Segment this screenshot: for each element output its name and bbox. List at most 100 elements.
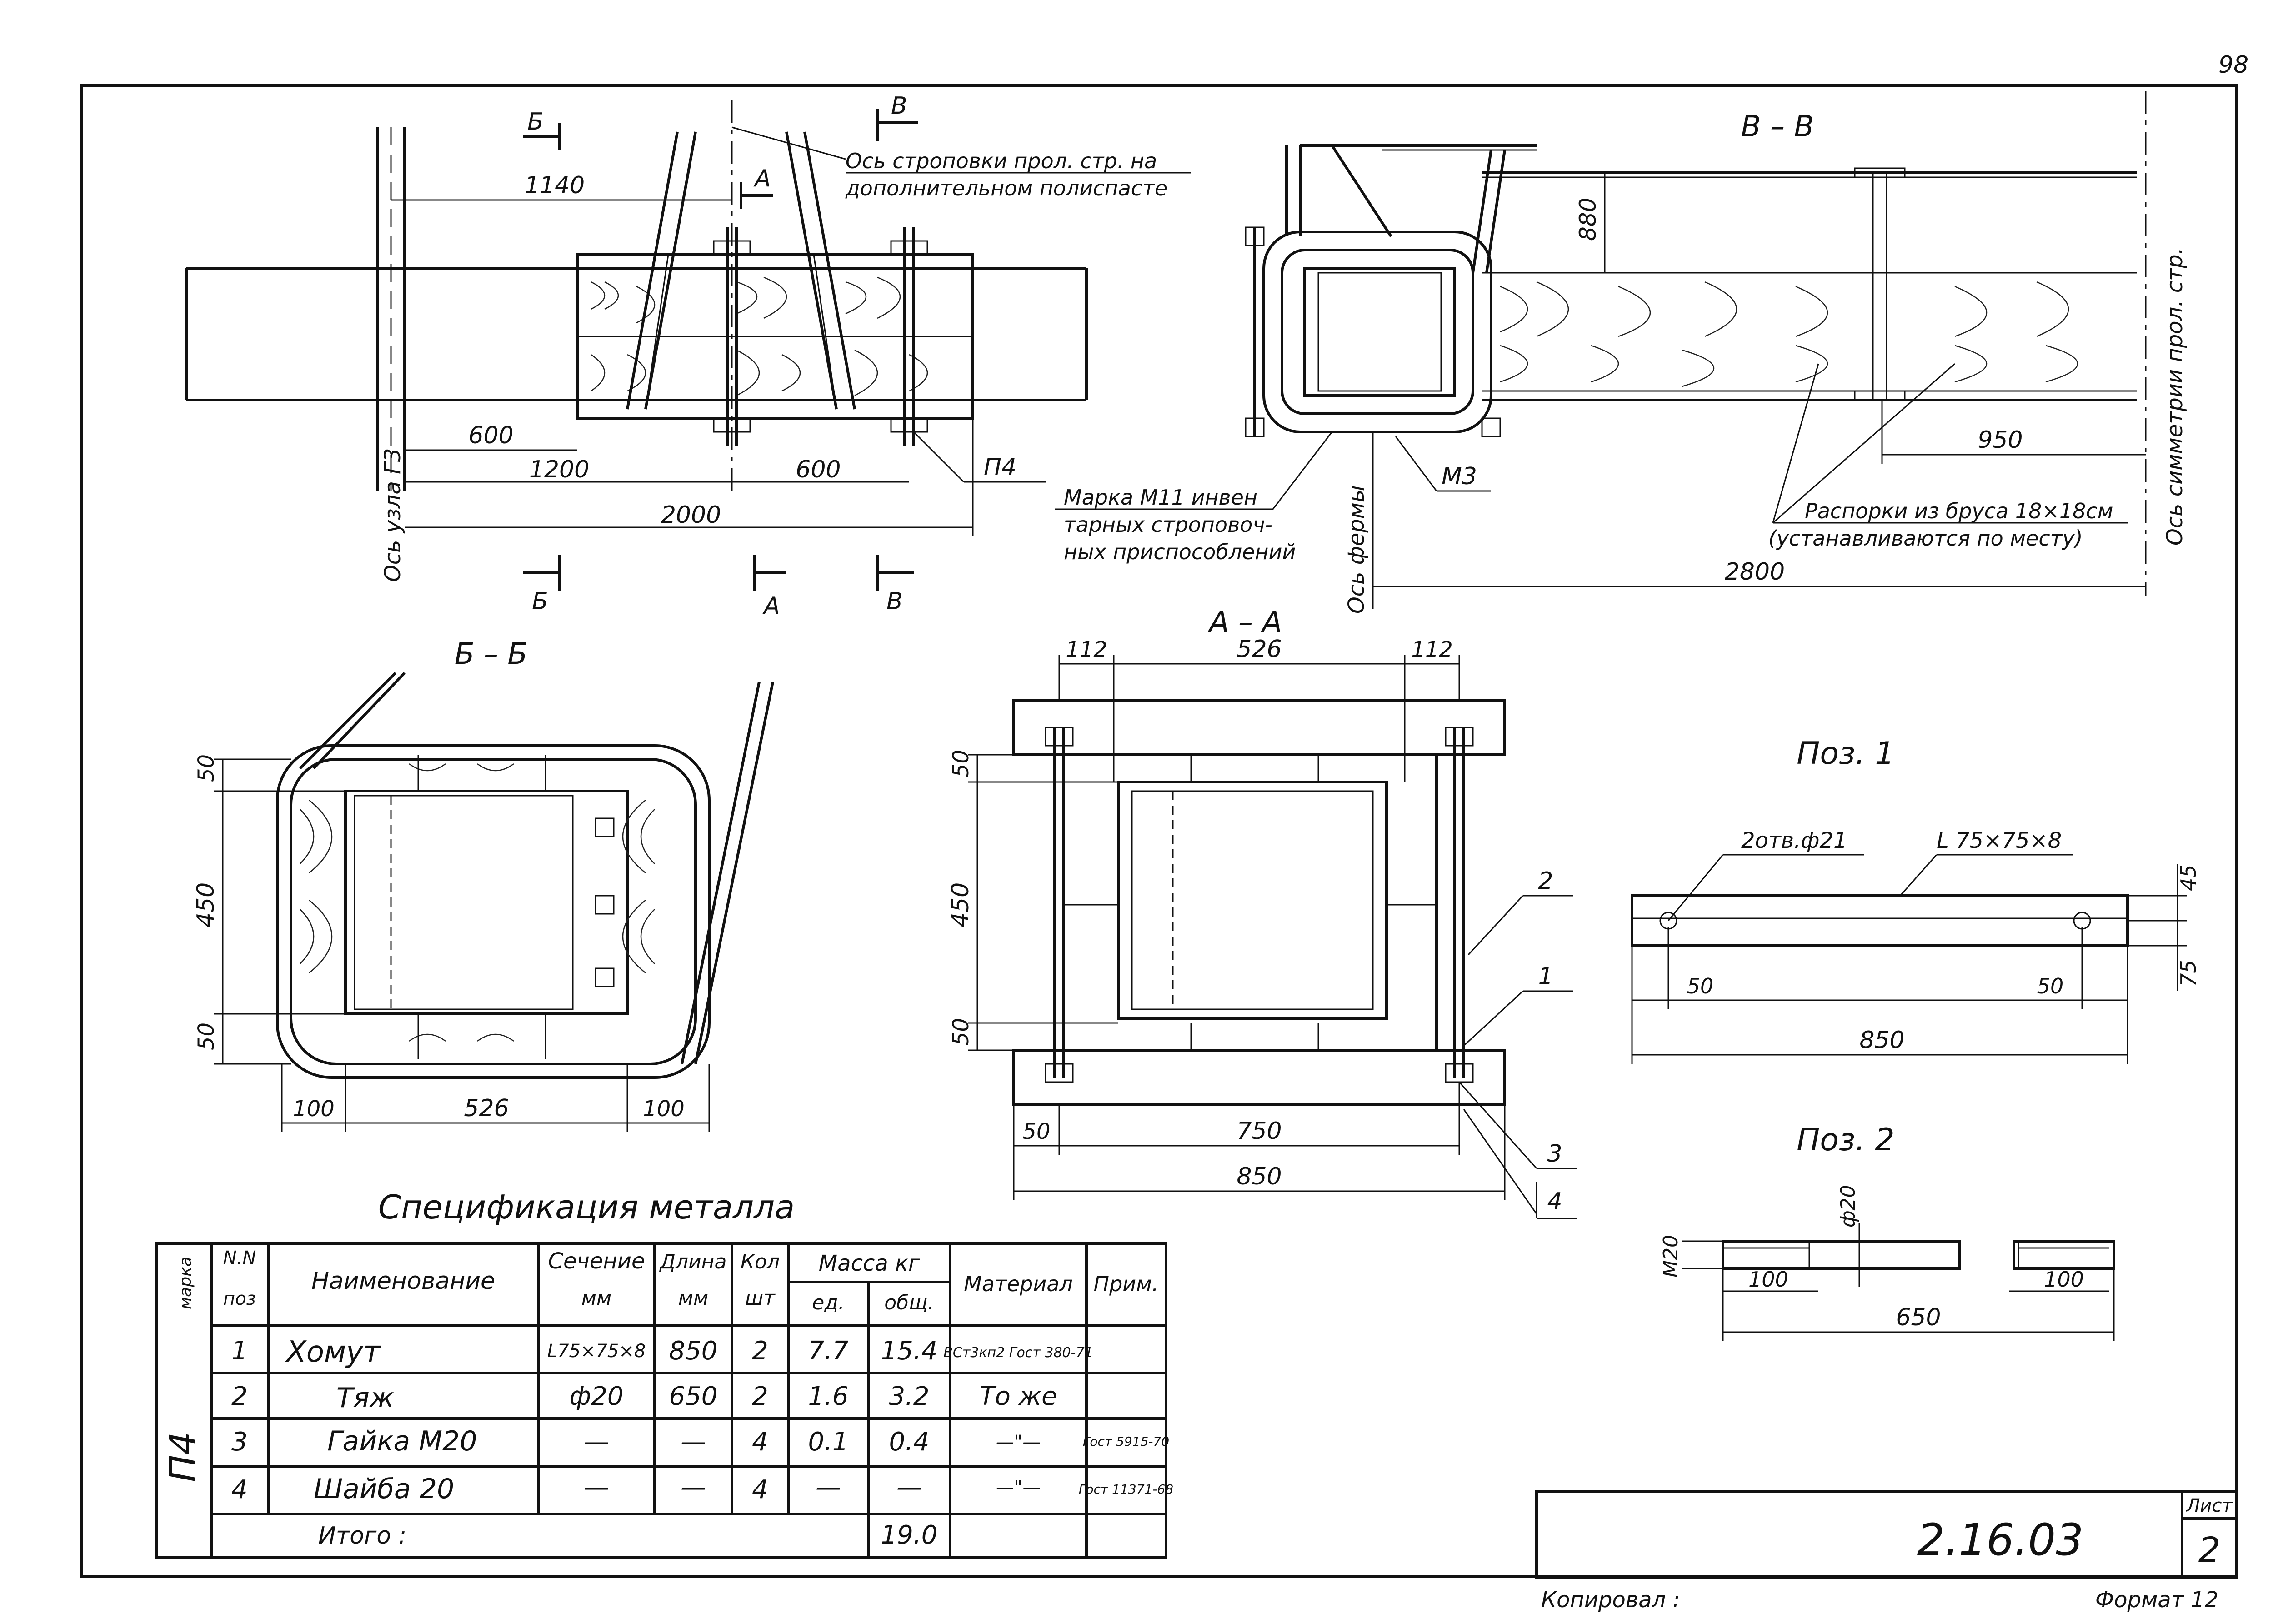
spec-header-length-1: Длина [659,1250,727,1273]
aa-dim-112-right: 112 [1411,637,1453,662]
poz2-title: Поз. 2 [1797,1122,1894,1158]
dim-600-right: 600 [796,456,841,483]
view-b-b: Б – Б 50 450 50 100 526 [192,637,774,1132]
sheet-value: 2 [2198,1529,2220,1570]
svg-text:1: 1 [231,1336,248,1366]
svg-text:Гост 11371-68: Гост 11371-68 [1079,1482,1173,1497]
pos-p4-label: П4 [984,454,1016,481]
view-aa-title: А – А [1207,606,1282,639]
main-elevation: 1140 Ось строповки прол. стр. на дополни… [185,92,1191,620]
svg-text:850: 850 [669,1336,718,1366]
axis-note-line1: Ось строповки прол. стр. на [846,149,1157,173]
svg-text:ВСт3кп2 Гост 380-71: ВСт3кп2 Гост 380-71 [943,1345,1093,1361]
svg-text:2: 2 [752,1336,768,1366]
spec-header-section-1: Сечение [548,1248,645,1274]
poz1-dim-850: 850 [1859,1027,1904,1054]
bb-dim-450: 450 [192,882,220,927]
bb-dim-100-right: 100 [643,1096,685,1122]
aa-dim-112-left: 112 [1066,637,1107,662]
svg-text:—: — [816,1473,841,1502]
view-bb-title: Б – Б [455,637,528,671]
spec-row: 1 Хомут L75×75×8 850 2 7.7 15.4 ВСт3кп2 … [231,1335,1093,1369]
svg-text:Шайба 20: Шайба 20 [314,1473,454,1505]
svg-text:Тяж: Тяж [336,1382,394,1414]
truss-axis-label: Ось фермы [1344,485,1369,614]
format-label: Формат 12 [2095,1587,2218,1613]
callout-3: 3 [1547,1140,1562,1168]
aa-dim-850: 850 [1237,1163,1282,1190]
poz1-holes: 2отв.ф21 [1741,828,1847,853]
svg-text:Хомут: Хомут [285,1335,381,1369]
spec-header-qty-1: Кол [741,1250,780,1273]
spec-row: 3 Гайка М20 — — 4 0.1 0.4 —"— Гост 5915-… [231,1425,1169,1457]
label-m3: М3 [1442,463,1477,490]
poz1-angle: L 75×75×8 [1937,828,2062,853]
spec-row: 4 Шайба 20 — — 4 — — —"— Гост 11371-68 [231,1473,1173,1505]
svg-text:Гайка М20: Гайка М20 [327,1425,477,1457]
bb-dim-50-top: 50 [194,754,219,782]
page-number: 98 [2218,51,2248,79]
poz2-dim-650: 650 [1896,1304,1941,1331]
spec-header-material: Материал [964,1272,1073,1296]
dim-2000: 2000 [661,501,721,529]
poz2-dim-100-right: 100 [2044,1267,2084,1292]
spacer-note-line1: Распорки из бруса 18×18см [1805,499,2113,523]
view-vv-title: В – В [1741,110,1814,144]
aa-dim-50-top: 50 [948,750,974,777]
section-mark-a-top: А [753,165,771,192]
svg-text:0.1: 0.1 [808,1427,848,1457]
svg-text:—: — [681,1427,706,1457]
dim-950: 950 [1978,426,2023,454]
svg-text:—: — [584,1427,609,1457]
callout-4: 4 [1547,1188,1562,1215]
spec-row: 2 Тяж ф20 650 2 1.6 3.2 То же [231,1382,1057,1414]
aa-dim-526: 526 [1237,636,1282,663]
aa-dim-450: 450 [947,882,974,927]
svg-text:4: 4 [752,1427,768,1457]
dim-1140: 1140 [525,172,585,199]
poz2-dim-100-left: 100 [1748,1267,1788,1292]
spec-header-num-1: N.N [223,1248,256,1268]
spec-header-name: Наименование [311,1268,495,1295]
section-mark-v-top: В [891,92,907,120]
svg-text:—"—: —"— [996,1477,1041,1498]
aa-dim-750: 750 [1237,1118,1282,1145]
poz1-dim-50-left: 50 [1687,974,1714,998]
bb-dim-526: 526 [464,1095,509,1122]
drawing-code: 2.16.03 [1917,1514,2083,1565]
aa-dim-50-bottom-row: 50 [1022,1119,1050,1144]
svg-text:1.6: 1.6 [808,1382,848,1411]
dim-880: 880 [1575,198,1601,241]
node-axis-label: Ось узла Г3 [380,448,406,582]
svg-text:L75×75×8: L75×75×8 [547,1341,646,1362]
section-mark-a-bottom: А [762,592,780,620]
note-marka-line1: Марка М11 инвен [1064,485,1257,510]
spec-table: Спецификация металла марка N.N поз Наиме… [155,1188,1173,1559]
svg-text:4: 4 [752,1475,768,1504]
symmetry-axis-label: Ось симметрии прол. стр. [2162,247,2188,546]
sheet-label: Лист [2185,1495,2233,1516]
bb-dim-50-bottom: 50 [194,1023,219,1050]
spec-header-section-2: мм [581,1287,611,1310]
svg-text:—"—: —"— [996,1432,1041,1453]
svg-text:0.4: 0.4 [889,1427,929,1457]
poz1-dim-75: 75 [2176,960,2201,987]
section-mark-b-top: Б [527,108,544,135]
svg-text:ф20: ф20 [569,1382,623,1411]
svg-text:650: 650 [669,1382,718,1411]
spec-header-mass-unit: ед. [812,1291,844,1314]
spec-header-num-2: поз [223,1288,256,1309]
svg-text:3: 3 [231,1427,248,1457]
svg-text:4: 4 [231,1475,248,1504]
spec-header-mass: Масса кг [819,1251,920,1276]
poz2-m20: М20 [1659,1235,1682,1278]
dim-2800: 2800 [1725,558,1785,586]
svg-text:3.2: 3.2 [889,1382,929,1411]
spec-title: Спецификация металла [378,1188,795,1226]
callout-2: 2 [1538,867,1553,895]
section-mark-b-bottom: Б [532,588,548,615]
note-marka-line3: ных приспособлений [1064,540,1296,564]
aa-dim-50-bottom: 50 [948,1018,974,1046]
axis-note-line2: дополнительном полиспасте [845,176,1167,200]
